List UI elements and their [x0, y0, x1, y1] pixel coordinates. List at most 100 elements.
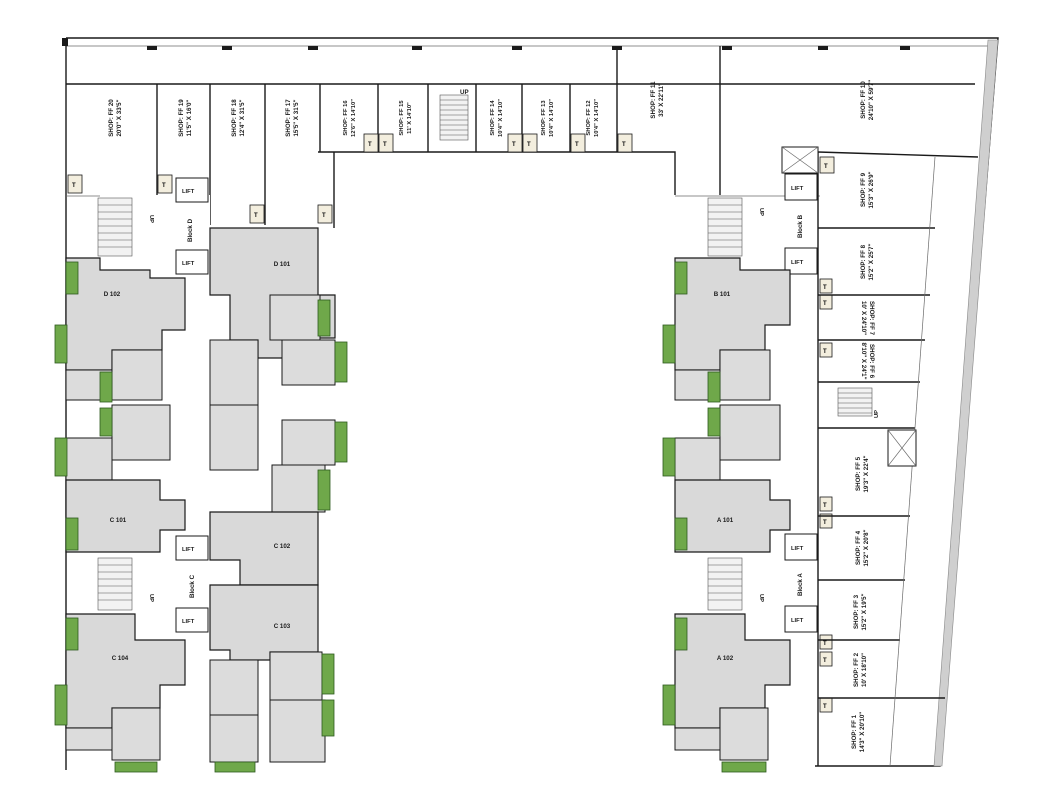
shop-ff8: SHOP: FF 8 15'2" X 25'7" [860, 243, 875, 280]
toilet-ff13: T [522, 133, 538, 153]
svg-text:T: T [622, 142, 626, 148]
block-b-stair: UP [707, 197, 764, 257]
block-b-lift-1: LIFT [784, 173, 818, 201]
block-a-label: Block A [797, 573, 804, 596]
shop-ff17-size: 15'5" X 31'5" [293, 99, 300, 136]
toilet-ff7: T [819, 294, 833, 310]
shop-ff11: SHOP: FF 11 33' X 22'11" [650, 81, 665, 119]
shop-ff8-size: 15'2" X 25'7" [868, 243, 875, 280]
shop-ff13: SHOP: FF 13 10'4" X 14'10" [541, 99, 555, 137]
shop-ff3-size: 15'2" X 19'5" [861, 593, 868, 630]
shop-ff10-name: SHOP: FF 10 [860, 81, 867, 119]
toilet-ff1: T [819, 697, 833, 713]
svg-text:T: T [823, 520, 827, 526]
shop-ff18: SHOP: FF 18 12'4" X 31'5" [231, 99, 246, 137]
flat-b101-label: B 101 [714, 291, 731, 298]
shop-ff5: SHOP: FF 5 19'3" X 22'4" [855, 455, 870, 492]
shop-ff11-size: 33' X 22'11" [658, 83, 665, 117]
svg-text:T: T [383, 142, 387, 148]
shop-ff14-name: SHOP: FF 14 [490, 100, 496, 136]
svg-text:LIFT: LIFT [182, 261, 195, 267]
shop-ff15-name: SHOP: FF 15 [399, 100, 405, 136]
toilet-ff14: T [507, 133, 523, 153]
toilet-ff17: T [317, 204, 333, 224]
svg-text:T: T [322, 213, 326, 219]
outer-shell [62, 37, 999, 770]
shop-ff11-name: SHOP: FF 11 [650, 81, 657, 119]
toilet-ff6: T [819, 342, 833, 358]
shop-ff18-size: 12'4" X 31'5" [239, 99, 246, 136]
central-stair: UP [439, 89, 469, 141]
block-a-stair: UP [707, 557, 764, 611]
svg-text:T: T [823, 301, 827, 307]
shop-ff16-size: 12'6" X 14'10" [351, 99, 357, 137]
block-d-lift-2: LIFT [175, 249, 209, 275]
right-wing: UP LIFT LIFT Block B B 101 A 101 UP LIFT… [662, 146, 819, 773]
block-c-lift-2: LIFT [175, 607, 209, 633]
shop-ff13-name: SHOP: FF 13 [541, 100, 547, 136]
svg-text:T: T [254, 213, 258, 219]
flat-d102-label: D 102 [104, 291, 121, 298]
toilet-ff3a: T [819, 634, 833, 650]
right-stair: UP [837, 387, 880, 418]
shop-ff10-size: 24'10" X 59'7" [868, 80, 875, 121]
shop-ff9-name: SHOP: FF 9 [860, 172, 867, 207]
shop-ff15: SHOP: FF 15 11' X 14'10" [399, 100, 413, 136]
svg-text:T: T [823, 641, 827, 647]
shop-ff4: SHOP: FF 4 15'2" X 20'8" [855, 529, 870, 566]
shop-ff5-size: 19'3" X 22'4" [863, 455, 870, 492]
shop-ff19: SHOP: FF 19 11'5" X 16'0" [178, 99, 193, 137]
shop-ff7-size: 10' X 24'10" [860, 301, 867, 335]
flat-a101-label: A 101 [717, 517, 734, 524]
svg-text:LIFT: LIFT [182, 619, 195, 625]
svg-text:T: T [575, 142, 579, 148]
toilet-ff12a: T [570, 133, 586, 153]
shop-ff1: SHOP: FF 1 14'3" X 20'10" [851, 712, 866, 753]
toilet-ff5b: T [819, 513, 833, 529]
block-a-lift-2: LIFT [784, 605, 818, 633]
toilet-ff3b: T [819, 651, 833, 667]
svg-text:T: T [824, 164, 828, 170]
shop-ff12-size: 10'4" X 14'10" [594, 99, 600, 137]
svg-text:T: T [512, 142, 516, 148]
flat-a102-label: A 102 [717, 655, 734, 662]
shop-ff17: SHOP: FF 17 15'5" X 31'5" [285, 99, 300, 137]
block-b-label: Block B [797, 214, 804, 238]
block-b-up-label: UP [758, 208, 764, 216]
svg-text:T: T [823, 704, 827, 710]
svg-text:LIFT: LIFT [182, 189, 195, 195]
shop-ff14-size: 10'4" X 14'10" [498, 99, 504, 137]
shop-ff1-name: SHOP: FF 1 [851, 714, 858, 749]
toilet-ff15: T [378, 133, 394, 153]
shop-ff20: SHOP: FF 20 20'0" X 33'5" [108, 99, 123, 137]
shop-ff19-name: SHOP: FF 19 [178, 99, 185, 137]
svg-text:LIFT: LIFT [791, 618, 804, 624]
shop-ff20-size: 20'0" X 33'5" [116, 99, 123, 136]
block-a-lift-1: LIFT [784, 533, 818, 561]
svg-text:T: T [823, 349, 827, 355]
svg-text:T: T [823, 503, 827, 509]
shop-ff14: SHOP: FF 14 10'4" X 14'10" [490, 99, 504, 137]
svg-text:T: T [162, 183, 166, 189]
flat-c101-label: C 101 [110, 517, 127, 524]
shop-ff12: SHOP: FF 12 10'4" X 14'10" [586, 99, 600, 137]
shop-ff3: SHOP: FF 3 15'2" X 19'5" [853, 593, 868, 630]
shop-ff17-name: SHOP: FF 17 [285, 99, 292, 137]
block-d-lift-1: LIFT [175, 177, 209, 203]
block-d-label: Block D [187, 218, 194, 242]
shop-ff7: SHOP: FF 7 10' X 24'10" [860, 301, 875, 336]
shop-ff18-name: SHOP: FF 18 [231, 99, 238, 137]
shop-ff2-name: SHOP: FF 2 [853, 652, 860, 687]
svg-text:LIFT: LIFT [791, 546, 804, 552]
shop-ff2: SHOP: FF 2 10' X 18'10" [853, 652, 868, 687]
svg-text:T: T [823, 285, 827, 291]
shop-ff4-name: SHOP: FF 4 [855, 530, 862, 565]
svg-text:LIFT: LIFT [791, 260, 804, 266]
flat-c103-label: C 103 [274, 623, 291, 630]
toilet-ff16: T [363, 133, 379, 153]
stair-up-label: UP [460, 89, 469, 96]
shop-ff8-name: SHOP: FF 8 [860, 244, 867, 279]
flat-c102-label: C 102 [274, 543, 291, 550]
shop-ff9: SHOP: FF 9 15'3" X 26'9" [860, 171, 875, 208]
